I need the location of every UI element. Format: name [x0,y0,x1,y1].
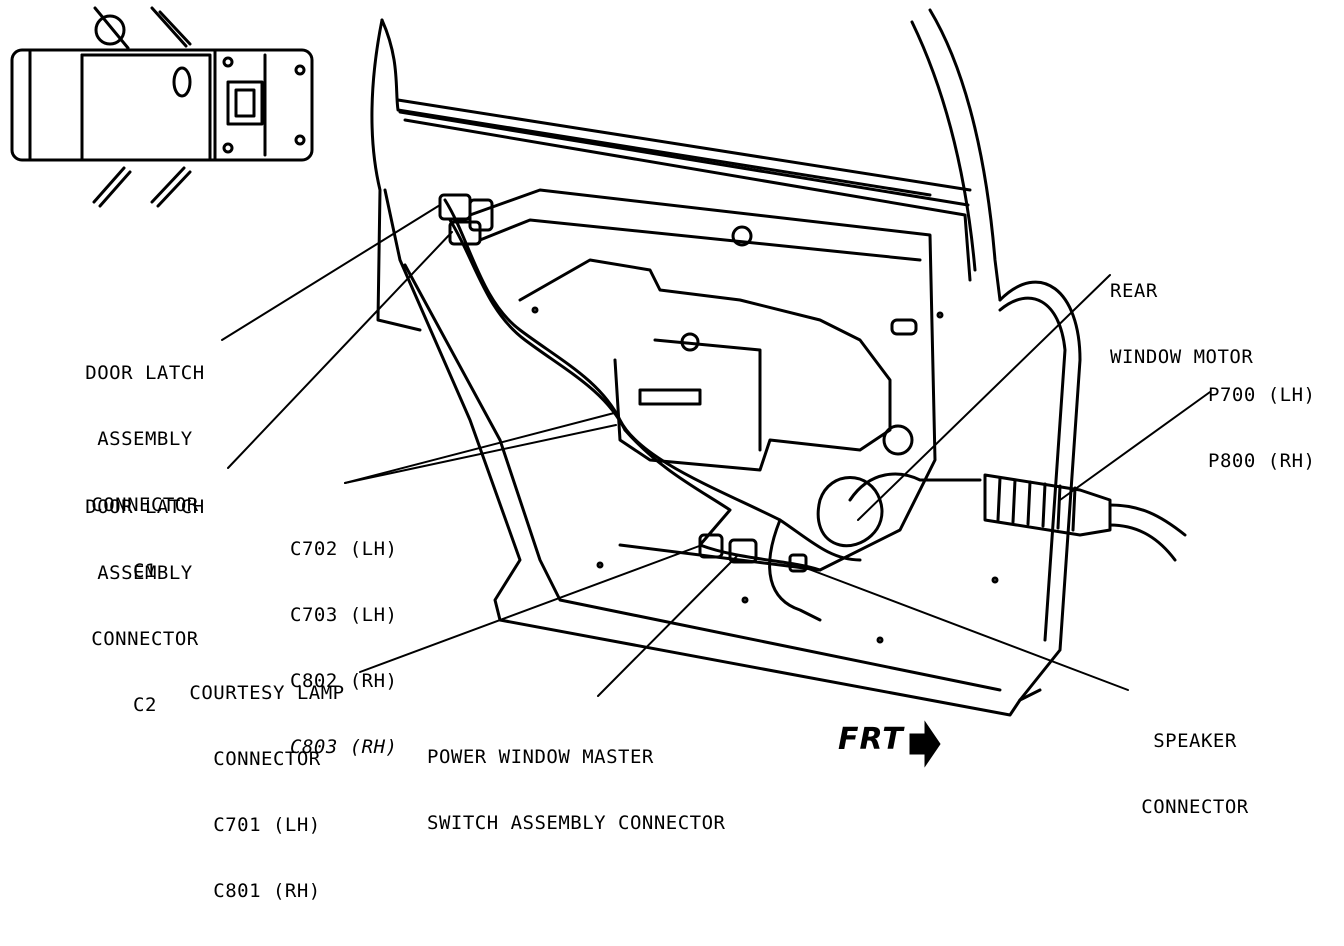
label-line: ASSEMBLY [97,428,193,450]
label-line: DOOR LATCH [85,496,205,518]
door-wiring-diagram [10,6,1211,768]
label-line: COURTESY LAMP [189,682,345,704]
label-courtesy-lamp: COURTESY LAMP CONNECTOR C701 (LH) C801 (… [172,638,362,946]
label-line: CONNECTOR [91,628,199,650]
door-frame [370,8,1187,717]
leader-lines [221,204,1211,697]
label-speaker: SPEAKER CONNECTOR [1120,686,1270,862]
label-line: WINDOW MOTOR [1110,346,1254,368]
label-p700-p800: P700 (LH) P800 (RH) [1208,340,1338,516]
label-line: P700 (LH) [1208,384,1316,406]
vehicle-locator-inset [10,6,314,208]
label-line: C1 [133,560,157,582]
front-arrow-icon [909,720,941,768]
front-indicator-label: FRT [838,722,904,757]
label-line: REAR [1110,280,1158,302]
label-line: C2 [133,694,157,716]
label-line: C803 (RH) [290,736,398,758]
label-line: DOOR LATCH [85,362,205,384]
label-line: CONNECTOR [1141,796,1249,818]
label-line: SWITCH ASSEMBLY CONNECTOR [427,812,726,834]
label-line: P800 (RH) [1208,450,1316,472]
label-door-latch-c2: DOOR LATCH ASSEMBLY CONNECTOR C2 [70,452,220,760]
label-line: SPEAKER [1153,730,1237,752]
label-line: C701 (LH) [213,814,321,836]
label-c7-connectors: C702 (LH) C703 (LH) C802 (RH) C803 (RH) [290,494,430,802]
diagram-stage: DOOR LATCH ASSEMBLY CONNECTOR C1 DOOR LA… [10,6,1338,902]
label-door-latch-c1: DOOR LATCH ASSEMBLY CONNECTOR C1 [70,318,220,626]
label-line: C801 (RH) [213,880,321,902]
label-line: POWER WINDOW MASTER [427,746,654,768]
label-rear-window-motor: REAR WINDOW MOTOR [1110,236,1310,412]
label-line: C802 (RH) [290,670,398,692]
label-line: ASSEMBLY [97,562,193,584]
label-line: CONNECTOR [91,494,199,516]
label-power-window: POWER WINDOW MASTER SWITCH ASSEMBLY CONN… [427,702,772,878]
label-line: CONNECTOR [213,748,321,770]
label-line: C702 (LH) [290,538,398,560]
label-line: C703 (LH) [290,604,398,626]
